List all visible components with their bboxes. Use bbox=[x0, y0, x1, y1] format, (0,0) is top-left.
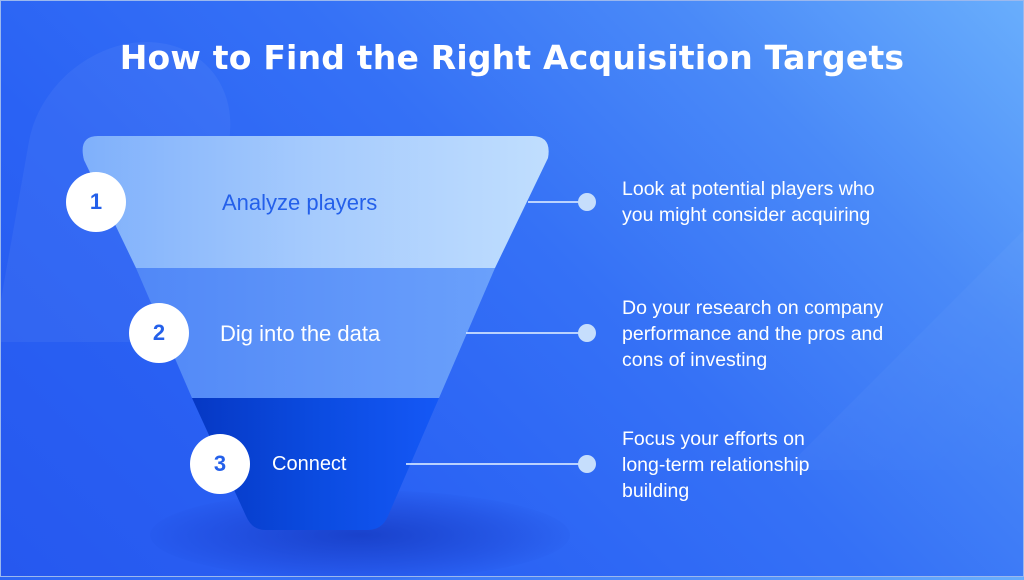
step-2-label: Dig into the data bbox=[220, 321, 381, 346]
step-1-description-line: you might consider acquiring bbox=[622, 204, 871, 226]
funnel-tier-2 bbox=[136, 268, 495, 398]
step-2-description-line: performance and the pros and bbox=[622, 323, 884, 345]
step-1-description-line: Look at potential players who bbox=[622, 178, 875, 200]
step-3-label: Connect bbox=[272, 453, 347, 475]
step-2-number: 2 bbox=[152, 320, 166, 345]
step-3-description: Focus your efforts on long-term relation… bbox=[622, 426, 962, 504]
step-2-description: Do your research on company performance … bbox=[622, 295, 962, 373]
step-2-badge: 2 bbox=[129, 303, 189, 363]
step-1-description: Look at potential players who you might … bbox=[622, 176, 962, 228]
page-title: How to Find the Right Acquisition Target… bbox=[119, 38, 905, 77]
step-3-description-line: Focus your efforts on bbox=[622, 428, 805, 450]
step-3-description-line: building bbox=[622, 480, 690, 502]
step-1-number: 1 bbox=[89, 189, 103, 214]
step-1-connector-line bbox=[528, 201, 584, 203]
step-1-connector-dot bbox=[578, 193, 596, 211]
step-2-connector-dot bbox=[578, 324, 596, 342]
step-3-badge: 3 bbox=[190, 434, 250, 494]
step-2-description-line: cons of investing bbox=[622, 349, 768, 371]
step-3-description-line: long-term relationship bbox=[622, 454, 810, 476]
step-3-number: 3 bbox=[213, 451, 227, 476]
step-1-badge: 1 bbox=[66, 172, 126, 232]
funnel-tier-1 bbox=[82, 136, 549, 268]
step-2-description-line: Do your research on company bbox=[622, 297, 884, 319]
step-2-connector-line bbox=[466, 332, 584, 334]
step-3-connector-dot bbox=[578, 455, 596, 473]
funnel-tier-3 bbox=[192, 398, 439, 530]
step-3-connector-line bbox=[406, 463, 584, 465]
step-1-label: Analyze players bbox=[222, 190, 378, 215]
